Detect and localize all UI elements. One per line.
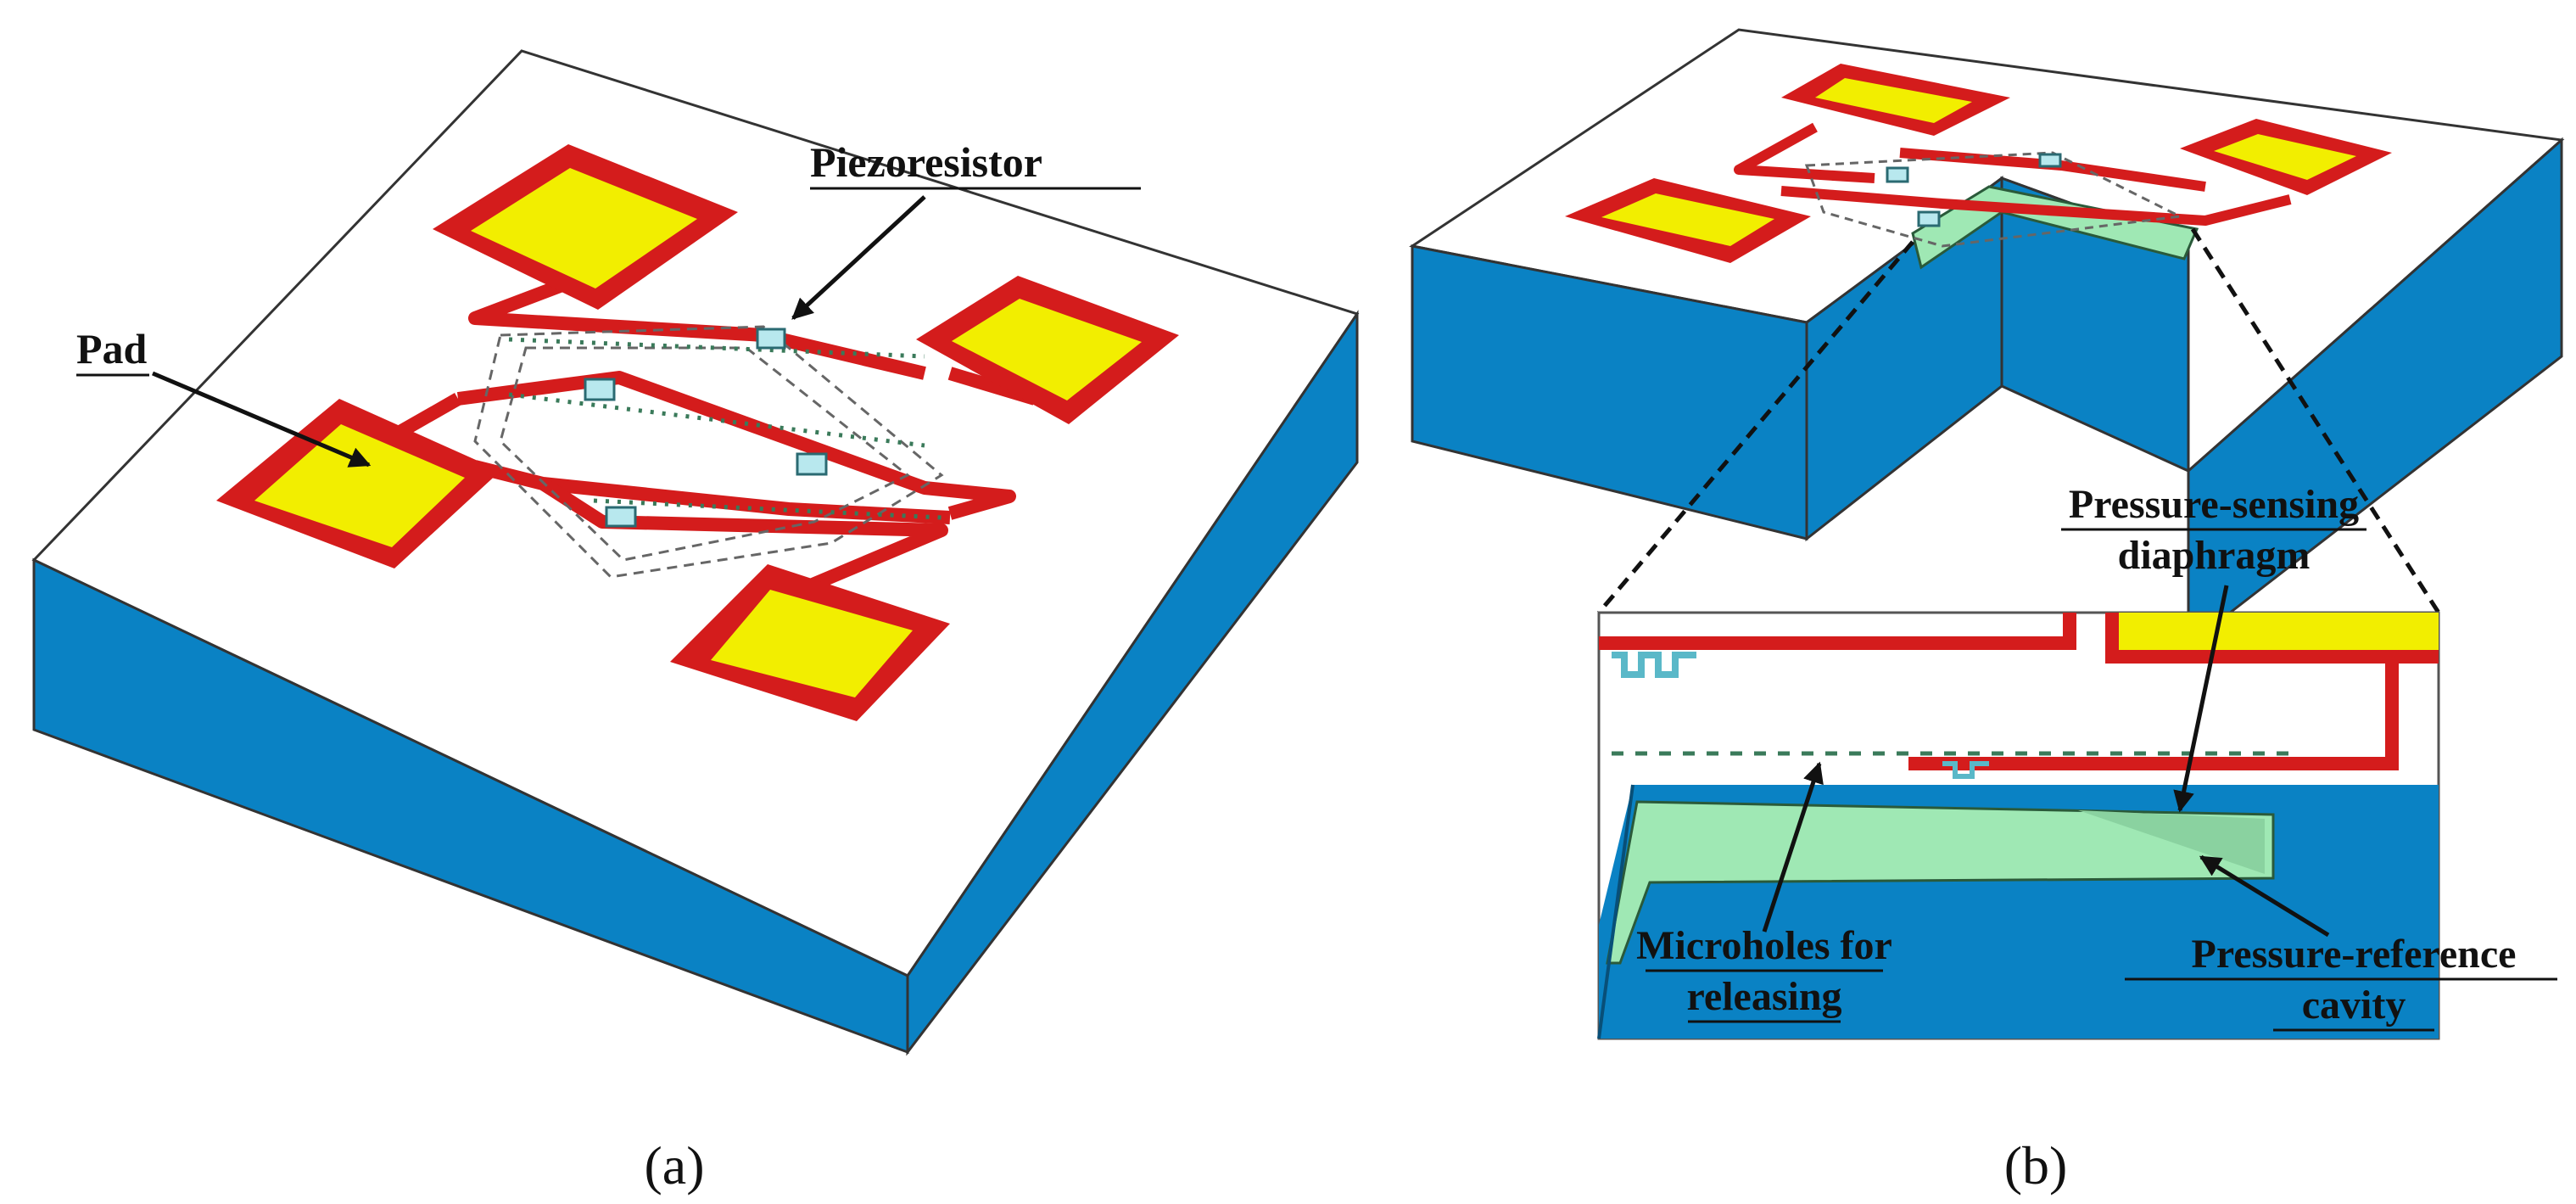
piezoresistor [1886,166,1909,183]
arrow-pad [152,371,372,468]
arrow-microholes [1762,761,1824,932]
inset-pad-border [2105,613,2439,664]
zoom-line-right [2190,227,2441,614]
pad-2 [916,276,1179,424]
caption-b: (b) [2004,1135,2068,1196]
pad-fill [471,168,697,288]
panel-b: Pressure-sensing diaphragm Microholes fo… [1409,28,2565,1196]
microhole-row [508,337,925,359]
pad-b-3 [1565,178,1811,263]
piezoresistor [605,506,637,528]
inset-pad [2112,613,2439,657]
pad-fill [254,424,465,547]
block-right-face [906,310,1359,1056]
microhole-rows-a [508,337,942,520]
piezoresistors-b [1886,153,2062,227]
label-diaphragm-2: diaphragm [2118,533,2311,578]
trace [1780,186,2292,226]
pad-3 [216,399,500,568]
pad-b-1 [1781,64,2010,136]
pad-fill [1815,78,1972,123]
arrow-cavity [2199,854,2330,938]
label-pad: Pad [76,325,148,372]
trace [539,478,948,605]
label-diaphragm-1: Pressure-sensing [2069,482,2359,527]
inset-edge [1597,784,1634,1039]
pad-fill [952,299,1142,400]
piezoresistors-a [584,328,828,528]
silicon-block-b [1409,28,2565,648]
pad-fill [2214,134,2356,180]
pad-fill [1601,193,1774,246]
pad-4 [670,564,950,721]
dashed-outline [1804,151,2185,248]
piezoresistor [796,452,828,476]
label-cavity-2: cavity [2302,983,2406,1028]
piezoresistor [756,328,786,350]
trace [1734,122,1875,183]
trace [456,371,1016,520]
piezoresistor [1917,210,1941,227]
inset-trace [1599,613,2076,650]
block-top-face [31,49,1360,977]
inset-view [1597,611,2440,1040]
arrow-piezoresistor [791,195,926,320]
label-cavity-1: Pressure-reference [2192,932,2517,977]
block-right-face [2187,137,2563,648]
inset-trace [1908,657,2399,770]
diaphragm-outline-b [1804,151,2185,248]
label-piezoresistor: Piezoresistor [810,138,1042,186]
dashed-outline [473,325,944,579]
piezoresistor [584,378,616,401]
zoom-line-left [1597,240,1914,614]
inset-piezo [1612,652,1696,678]
label-microholes-2: releasing [1686,974,1841,1019]
pad-b-2 [2180,119,2392,195]
inset-piezo [1942,761,1989,779]
panel-a: Piezoresistor Pad (111) Silicon (a) [31,49,1360,1196]
caption-a: (a) [644,1135,704,1196]
pad-1 [433,144,738,310]
arrow-diaphragm [2173,585,2229,813]
trace [395,393,461,439]
pad-fill [711,590,913,697]
piezoresistor [2038,153,2062,168]
